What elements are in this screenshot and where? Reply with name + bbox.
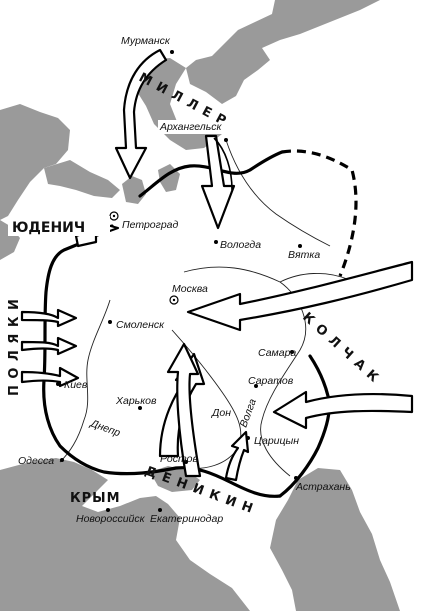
- baltic-south: [0, 220, 20, 260]
- label-bg-murmansk: [120, 34, 174, 48]
- river-label-volga: Волга: [238, 397, 259, 429]
- marker-samara: [290, 350, 294, 354]
- city-tsaritsyn: Царицын: [254, 435, 299, 447]
- city-astrakhan: Астрахань: [295, 481, 351, 493]
- poles-arrow-2: [20, 336, 78, 356]
- river-dnepr: [59, 299, 111, 463]
- marker-odessa: [60, 458, 64, 462]
- city-saratov: Саратов: [248, 375, 294, 387]
- river-label-don: Дон: [211, 407, 231, 419]
- gulf-of-finland: [44, 160, 120, 198]
- city-moscow: Москва: [172, 283, 208, 295]
- river-dvina: [225, 139, 331, 247]
- city-vologda: Вологда: [220, 239, 261, 251]
- front-line-west: [42, 224, 282, 498]
- city-kharkov: Харьков: [115, 395, 157, 407]
- miller-arrow-left: [114, 48, 168, 180]
- water-bodies: [0, 0, 400, 611]
- marker-arkhangelsk: [224, 138, 228, 142]
- city-samara: Самара: [258, 347, 296, 359]
- city-novorossiysk: Новороссийск: [76, 513, 146, 525]
- city-rostov: Ростов: [160, 453, 198, 465]
- white-sea: [136, 58, 222, 150]
- marker-vyatka: [298, 244, 302, 248]
- label-bg-yudenich: [8, 216, 110, 236]
- force-kolchak: К О Л Ч А К: [299, 310, 381, 386]
- city-odessa: Одесса: [18, 455, 54, 467]
- miller-arrow-center: [200, 134, 236, 230]
- marker-tsaritsyn: [246, 436, 250, 440]
- city-smolensk: Смоленск: [116, 319, 165, 331]
- city-markers: [56, 50, 302, 512]
- barents-sea: [0, 0, 380, 104]
- offensive-arrows: [20, 48, 414, 482]
- denikin-arrow-right: [224, 430, 250, 482]
- city-labels: Мурманск Архангельск Петроград Вологда В…: [18, 34, 351, 525]
- marker-vologda: [214, 240, 218, 244]
- region-crimea: КРЫМ: [70, 491, 121, 506]
- marker-petrograd-dot: [112, 214, 116, 218]
- label-bg-arkhangelsk: [158, 120, 226, 134]
- marker-kiev: [56, 382, 60, 386]
- kolchak-arrow-bottom: [272, 390, 414, 430]
- river-label-dnepr: Днепр: [88, 417, 122, 439]
- marker-ekaterinodar: [158, 508, 162, 512]
- river-don: [171, 329, 242, 469]
- black-sea: [0, 458, 250, 611]
- miller-arrow-thin: [213, 137, 233, 191]
- front-line-east: [278, 354, 331, 498]
- poles-arrow-3: [20, 366, 80, 388]
- denikin-arrow-center: [166, 342, 202, 478]
- city-vyatka: Вятка: [288, 249, 320, 261]
- marker-smolensk: [108, 320, 112, 324]
- city-murmansk: Мурманск: [121, 35, 171, 47]
- city-kiev: Киев: [64, 379, 88, 391]
- caspian-sea: [270, 468, 400, 611]
- force-yudenich: ЮДЕНИЧ: [12, 220, 85, 236]
- poles-arrow-1: [20, 308, 78, 328]
- marker-saratov: [254, 384, 258, 388]
- marker-kharkov: [138, 406, 142, 410]
- baltic-sea: [0, 104, 70, 220]
- city-arkhangelsk: Архангельск: [159, 121, 222, 133]
- city-petrograd: Петроград: [122, 219, 178, 231]
- lake-ladoga: [122, 176, 146, 204]
- city-ekaterinodar: Екатеринодар: [150, 513, 223, 525]
- kolchak-arrow-top: [186, 260, 414, 332]
- marker-rostov: [184, 460, 188, 464]
- marker-moscow-dot: [172, 298, 176, 302]
- river-volga: [183, 266, 307, 477]
- marker-astrakhan: [294, 476, 298, 480]
- force-poles: П О Л Я К И: [7, 298, 22, 396]
- marker-murmansk: [170, 50, 174, 54]
- marker-novorossiysk: [106, 508, 110, 512]
